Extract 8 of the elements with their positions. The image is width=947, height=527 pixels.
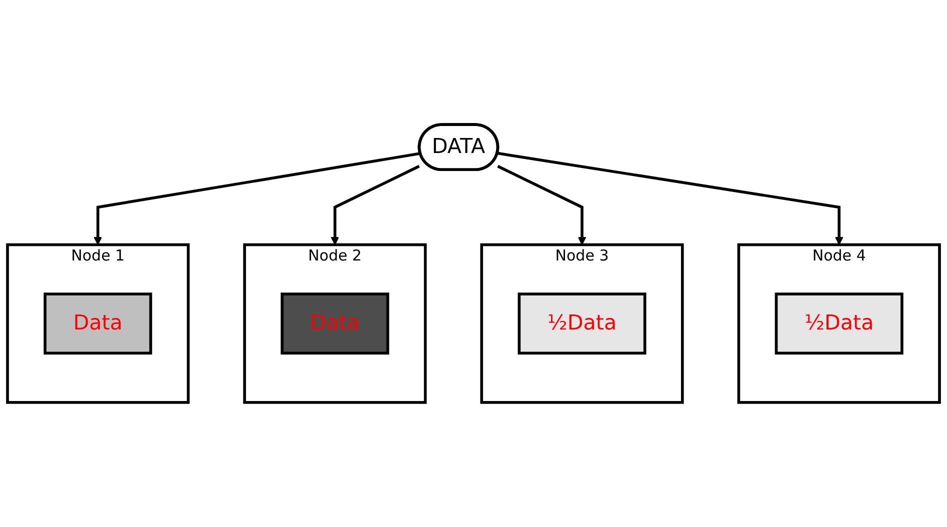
node-box: Data [280, 292, 390, 355]
arrow [497, 164, 586, 246]
node-box: Data [44, 292, 152, 355]
arrow [94, 152, 420, 246]
arrow [498, 152, 844, 246]
node-box: ½Data [518, 292, 646, 355]
arrow [330, 164, 420, 246]
node-box: ½Data [774, 292, 904, 355]
